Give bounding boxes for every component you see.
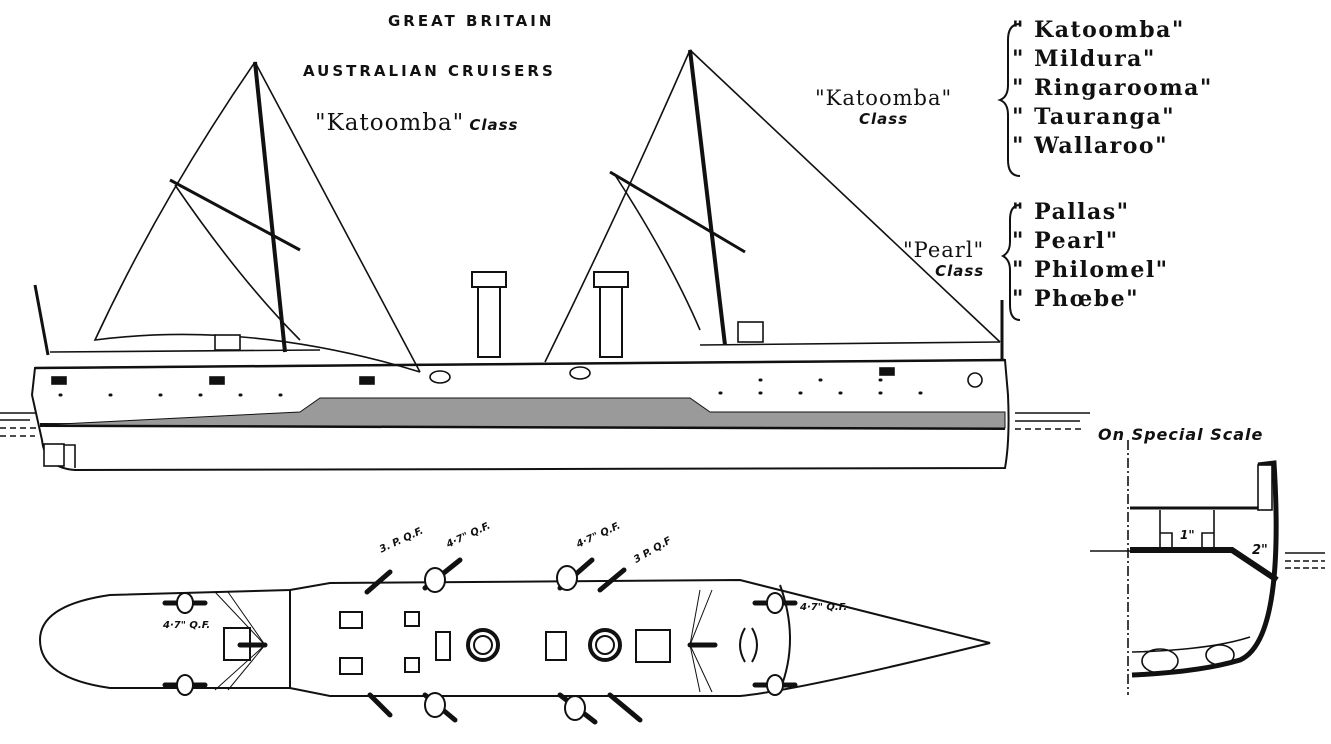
katoomba-brace bbox=[997, 23, 1021, 177]
group-class-word: Class bbox=[935, 262, 985, 280]
bow-gun-label: 4·7" Q.F. bbox=[163, 620, 211, 631]
ship-name: " Ringarooma" bbox=[1012, 75, 1213, 101]
deck-armor-label: 1" bbox=[1180, 528, 1195, 542]
ship-name: " Philomel" bbox=[1012, 257, 1169, 283]
country-title: GREAT BRITAIN bbox=[388, 12, 555, 30]
pearl-ship-list: " Pallas" " Pearl" " Philomel" " Phœbe" bbox=[1012, 198, 1169, 314]
ship-name: " Mildura" bbox=[1012, 46, 1156, 72]
hull-profile bbox=[30, 341, 1010, 472]
class-name: "Katoomba" bbox=[315, 110, 465, 136]
ship-name: " Wallaroo" bbox=[1012, 133, 1169, 159]
funnels bbox=[471, 271, 629, 358]
stern-gun-label: 4·7" Q.F. bbox=[800, 602, 848, 613]
subtitle: AUSTRALIAN CRUISERS bbox=[303, 62, 556, 80]
ship-name: " Katoomba" bbox=[1012, 17, 1185, 43]
deck-plan bbox=[38, 557, 991, 725]
katoomba-ship-list: " Katoomba" " Mildura" " Ringarooma" " T… bbox=[1012, 16, 1213, 161]
section-caption: On Special Scale bbox=[1098, 425, 1264, 444]
pearl-brace bbox=[1000, 204, 1021, 321]
katoomba-group-label: "Katoomba" Class bbox=[815, 86, 952, 128]
class-heading: "Katoomba" Class bbox=[315, 110, 518, 136]
class-word: Class bbox=[469, 116, 519, 134]
group-label: "Katoomba" bbox=[815, 86, 953, 110]
waterline bbox=[0, 412, 1090, 437]
ship-name: " Pearl" bbox=[1012, 228, 1119, 254]
ship-name: " Tauranga" bbox=[1012, 104, 1176, 130]
ship-name: " Pallas" bbox=[1012, 199, 1130, 225]
pearl-group-label: "Pearl" Class bbox=[903, 238, 984, 280]
midship-section bbox=[1090, 440, 1325, 695]
rigging bbox=[33, 49, 1004, 373]
slope-armor-label: 2" bbox=[1252, 543, 1268, 558]
ship-name: " Phœbe" bbox=[1012, 286, 1140, 312]
group-class-word: Class bbox=[859, 110, 909, 128]
group-label: "Pearl" bbox=[903, 238, 985, 262]
